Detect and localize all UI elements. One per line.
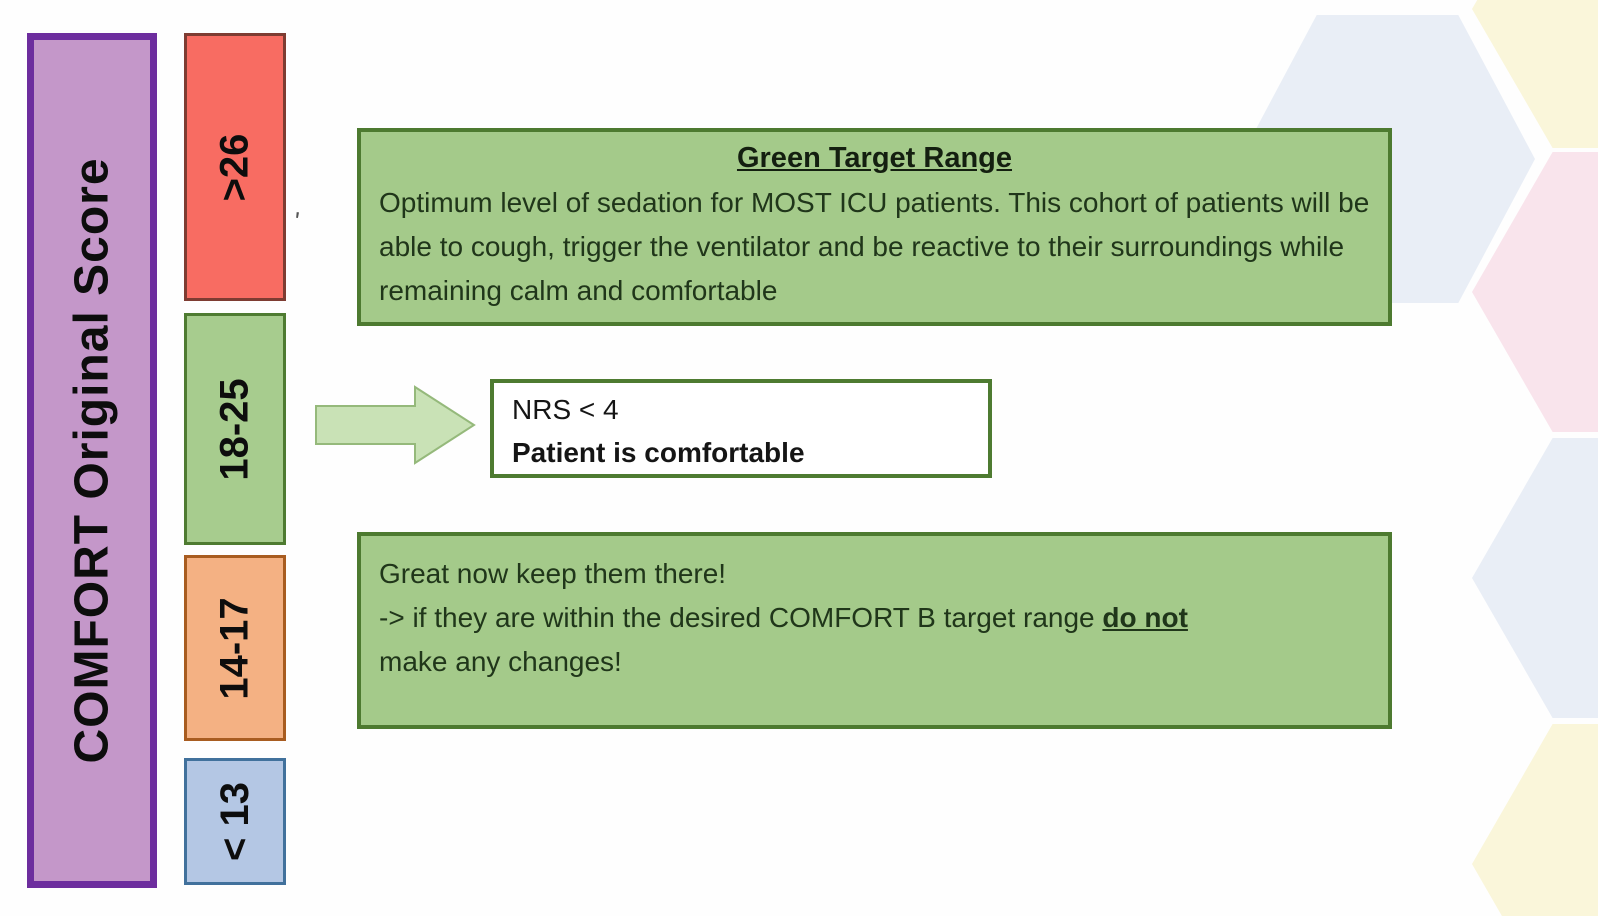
comfort-scale-bar: COMFORT Original Score [27,33,157,888]
keep-box-line3: make any changes! [379,646,622,677]
hexagon-decoration-yellow-bottom [1472,724,1598,916]
scale-segment-14-17: 14-17 [184,555,286,741]
green-target-range-box: Green Target Range Optimum level of seda… [357,128,1392,326]
patient-comfortable-line: Patient is comfortable [512,437,805,468]
nrs-line: NRS < 4 [512,394,619,425]
scale-segment-18-25: 18-25 [184,313,286,545]
keep-box-line2-emphasis: do not [1102,602,1188,633]
green-target-range-body: Optimum level of sedation for MOST ICU p… [379,187,1370,306]
keep-box-line2-prefix: -> if they are within the desired COMFOR… [379,602,1103,633]
segment-label-lt13: < 13 [212,782,257,861]
segment-label-gt26: >26 [212,133,257,201]
right-arrow-icon [315,384,477,466]
hexagon-decoration-blue-right [1472,438,1598,718]
nrs-box: NRS < 4 Patient is comfortable [490,379,992,478]
scale-segment-gt26: >26 [184,33,286,301]
scale-segment-lt13: < 13 [184,758,286,885]
comfort-scale-title: COMFORT Original Score [65,157,119,764]
stray-mark-artifact: ' [292,205,302,237]
segment-label-14-17: 14-17 [212,596,257,700]
segment-label-18-25: 18-25 [212,377,257,481]
green-target-range-title: Green Target Range [736,142,1013,174]
keep-box-line1: Great now keep them there! [379,558,727,589]
keep-in-range-box: Great now keep them there! -> if they ar… [357,532,1392,729]
keep-box-line2: -> if they are within the desired COMFOR… [379,596,1370,640]
